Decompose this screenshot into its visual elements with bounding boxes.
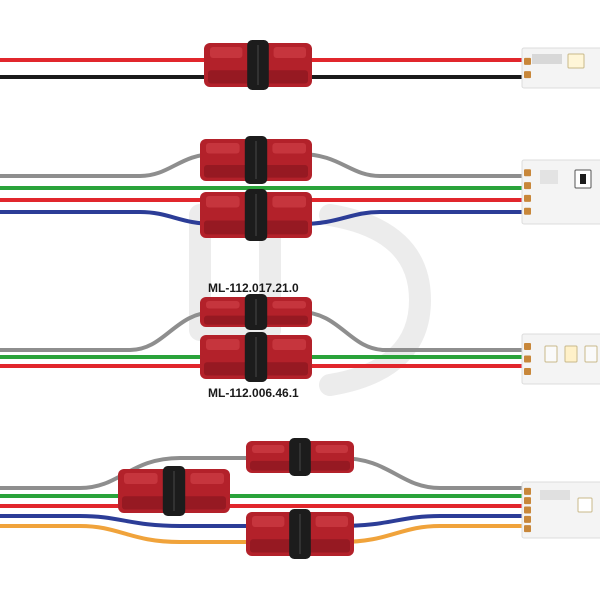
copper-pad bbox=[524, 57, 531, 65]
led-chip-core bbox=[580, 174, 586, 184]
led-strip bbox=[521, 481, 600, 539]
copper-pad bbox=[524, 525, 531, 533]
copper-pad bbox=[524, 169, 531, 177]
copper-pad bbox=[524, 194, 531, 202]
connector-highlight bbox=[252, 516, 285, 527]
copper-pad bbox=[524, 487, 531, 495]
copper-pad bbox=[524, 368, 531, 375]
connectors bbox=[118, 40, 354, 559]
connector-highlight bbox=[252, 445, 285, 453]
strip-print bbox=[532, 54, 562, 64]
connector-highlight bbox=[272, 301, 306, 309]
strip-body bbox=[521, 333, 600, 385]
led-chip bbox=[544, 345, 558, 363]
connector bbox=[118, 466, 230, 516]
connector bbox=[200, 189, 312, 241]
connector-highlight bbox=[206, 196, 240, 208]
connector-highlight bbox=[272, 196, 306, 208]
connector-highlight bbox=[272, 143, 306, 154]
connector-highlight bbox=[206, 301, 240, 309]
connector bbox=[204, 40, 312, 90]
connector bbox=[200, 294, 312, 330]
part-number-label-top: ML-112.017.21.0 bbox=[208, 281, 299, 295]
strip-print bbox=[540, 170, 558, 184]
led-chip bbox=[567, 53, 585, 69]
led-chip bbox=[577, 497, 593, 513]
copper-pad bbox=[524, 506, 531, 514]
connector-highlight bbox=[210, 47, 243, 58]
connector-highlight bbox=[206, 143, 240, 154]
connector-highlight bbox=[273, 47, 306, 58]
part-number-label-bottom: ML-112.006.46.1 bbox=[208, 386, 299, 400]
connector-highlight bbox=[315, 516, 348, 527]
strip-print bbox=[540, 490, 570, 500]
copper-pad bbox=[524, 343, 531, 350]
connector-highlight bbox=[190, 473, 224, 484]
connector-highlight bbox=[272, 339, 306, 350]
connector-highlight bbox=[206, 339, 240, 350]
led-strip bbox=[521, 333, 600, 385]
copper-pad bbox=[524, 71, 531, 79]
led-strip bbox=[521, 47, 600, 89]
copper-pad bbox=[524, 182, 531, 190]
led-strips bbox=[521, 47, 600, 539]
connector-highlight bbox=[315, 445, 348, 453]
led-chip bbox=[584, 345, 598, 363]
watermark-shape bbox=[319, 204, 432, 396]
connector bbox=[246, 438, 354, 476]
connector-highlight bbox=[124, 473, 158, 484]
led-strip bbox=[521, 159, 600, 225]
connector bbox=[246, 509, 354, 559]
copper-pad bbox=[524, 515, 531, 523]
connector bbox=[200, 136, 312, 184]
copper-pad bbox=[524, 207, 531, 215]
led-chip bbox=[564, 345, 578, 363]
connector bbox=[200, 332, 312, 382]
copper-pad bbox=[524, 355, 531, 363]
copper-pad bbox=[524, 497, 531, 505]
